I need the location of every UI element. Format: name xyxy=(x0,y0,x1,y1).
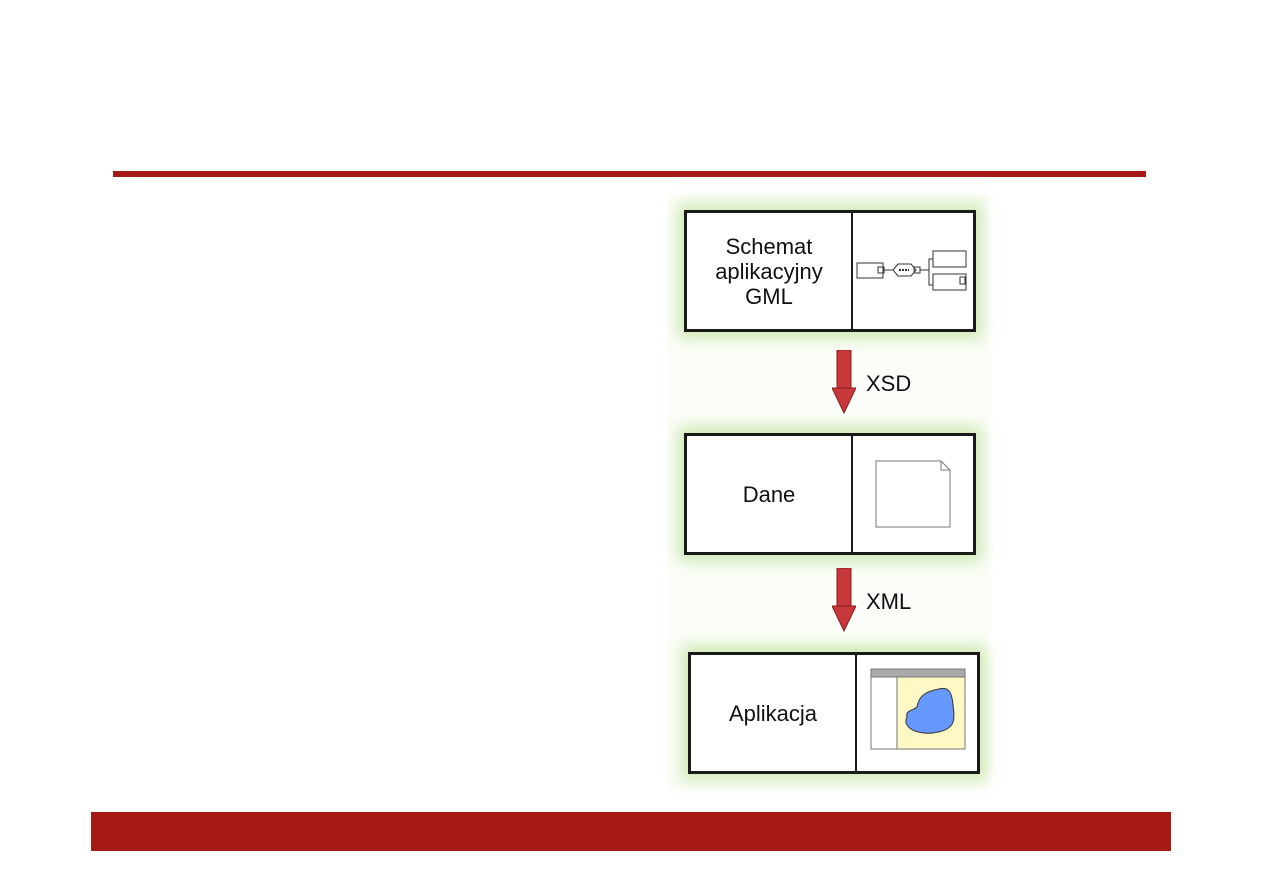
node-label: Aplikacja xyxy=(691,655,857,771)
footer-bar xyxy=(91,812,1171,851)
title-rule xyxy=(113,171,1146,177)
arrow-xml xyxy=(831,567,857,637)
node-label: Dane xyxy=(687,436,853,552)
node-application: Aplikacja xyxy=(688,652,980,774)
edge-label: XSD xyxy=(866,371,912,396)
node-data: Dane xyxy=(684,433,976,555)
arrow-xsd xyxy=(831,349,857,419)
document-icon xyxy=(853,436,973,552)
node-schema: Schemat aplikacyjny GML xyxy=(684,210,976,332)
map-application-icon xyxy=(857,655,977,771)
edge-label: XML xyxy=(866,589,912,614)
node-label: Schemat aplikacyjny GML xyxy=(687,213,853,329)
schema-diagram-icon xyxy=(853,213,973,329)
